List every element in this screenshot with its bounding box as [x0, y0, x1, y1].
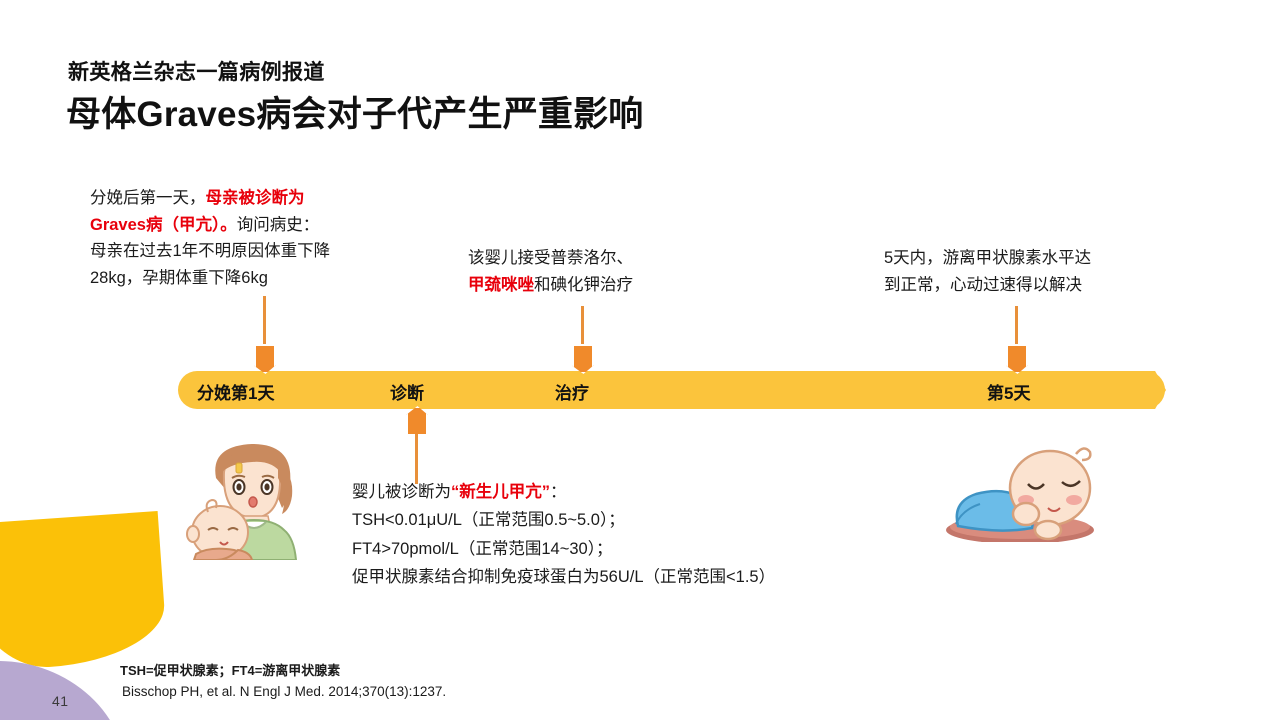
callout-4-line1-highlight: “新生儿甲亢”	[451, 483, 550, 501]
page-number: 41	[52, 693, 69, 709]
pin-stem	[581, 306, 584, 348]
callout-treatment: 该婴儿接受普萘洛尔、 甲巯咪唑和碘化钾治疗	[468, 245, 708, 298]
callout-3-line1: 5天内，游离甲状腺素水平达	[884, 249, 1092, 267]
sleeping-baby-illustration	[946, 447, 1094, 542]
timeline-pin-marker-diagnosis	[406, 406, 428, 484]
footnote-citation: Bisschop PH, et al. N Engl J Med. 2014;3…	[122, 684, 447, 699]
pin-stem	[1015, 306, 1018, 348]
callout-2-line2-plain: 和碘化钾治疗	[534, 275, 633, 294]
slide-kicker: 新英格兰杂志一篇病例报道	[68, 61, 325, 84]
pin-head-icon	[406, 406, 428, 436]
callout-4-line3: FT4>70pmol/L（正常范围14~30）；	[352, 539, 613, 558]
timeline-label-treatment: 治疗	[555, 384, 589, 403]
callout-infant-labs: 婴儿被诊断为“新生儿甲亢”： TSH<0.01μU/L（正常范围0.5~5.0）…	[352, 478, 952, 592]
timeline-label-day5: 第5天	[987, 384, 1031, 403]
callout-4-line1-plain: 婴儿被诊断为	[352, 483, 451, 501]
mother-holding-baby-illustration	[186, 444, 298, 560]
callout-4-line1-colon: ：	[550, 483, 567, 501]
callout-1-line1-highlight: 母亲被诊断为	[205, 189, 305, 207]
callout-1-line1-plain: 分娩后第一天，	[90, 189, 206, 207]
timeline-bar	[178, 371, 1165, 409]
callout-2-line2-highlight: 甲巯咪唑	[468, 275, 534, 294]
pin-head-icon	[1006, 344, 1028, 374]
timeline-label-diagnosis: 诊断	[390, 384, 424, 403]
callout-4-line4: 促甲状腺素结合抑制免疫球蛋白为56U/L（正常范围<1.5）	[352, 568, 776, 587]
timeline-pin-marker-treatment	[572, 306, 594, 374]
footnote-abbreviations: TSH=促甲状腺素；FT4=游离甲状腺素	[120, 663, 341, 678]
callout-1-line4: 28kg，孕期体重下降6kg	[90, 269, 268, 288]
decorative-purple-shape	[0, 661, 128, 720]
callout-day5-outcome: 5天内，游离甲状腺素水平达 到正常，心动过速得以解决	[884, 245, 1164, 298]
decorative-yellow-shape	[0, 511, 168, 673]
pin-head-icon	[254, 344, 276, 374]
callout-3-line2: 到正常，心动过速得以解决	[884, 275, 1082, 294]
pin-stem	[415, 434, 418, 484]
callout-1-line3: 母亲在过去1年不明原因体重下降	[90, 242, 331, 261]
pin-stem	[263, 296, 266, 348]
callout-diagnosis-mother: 分娩后第一天，母亲被诊断为 Graves病（甲亢）。询问病史： 母亲在过去1年不…	[90, 185, 440, 292]
pin-head-icon	[572, 344, 594, 374]
page-title: 母体Graves病会对子代产生严重影响	[66, 95, 644, 134]
callout-4-line2: TSH<0.01μU/L（正常范围0.5~5.0）；	[352, 511, 625, 530]
timeline-label-day1: 分娩第1天	[197, 384, 275, 403]
callout-1-line2-highlight: Graves病（甲亢）。	[90, 215, 237, 234]
timeline-pin-marker-day5	[1006, 306, 1028, 374]
callout-1-line2-plain: 询问病史：	[236, 215, 320, 234]
callout-2-line1: 该婴儿接受普萘洛尔、	[468, 249, 633, 267]
timeline-pin-marker-day1	[254, 296, 276, 374]
